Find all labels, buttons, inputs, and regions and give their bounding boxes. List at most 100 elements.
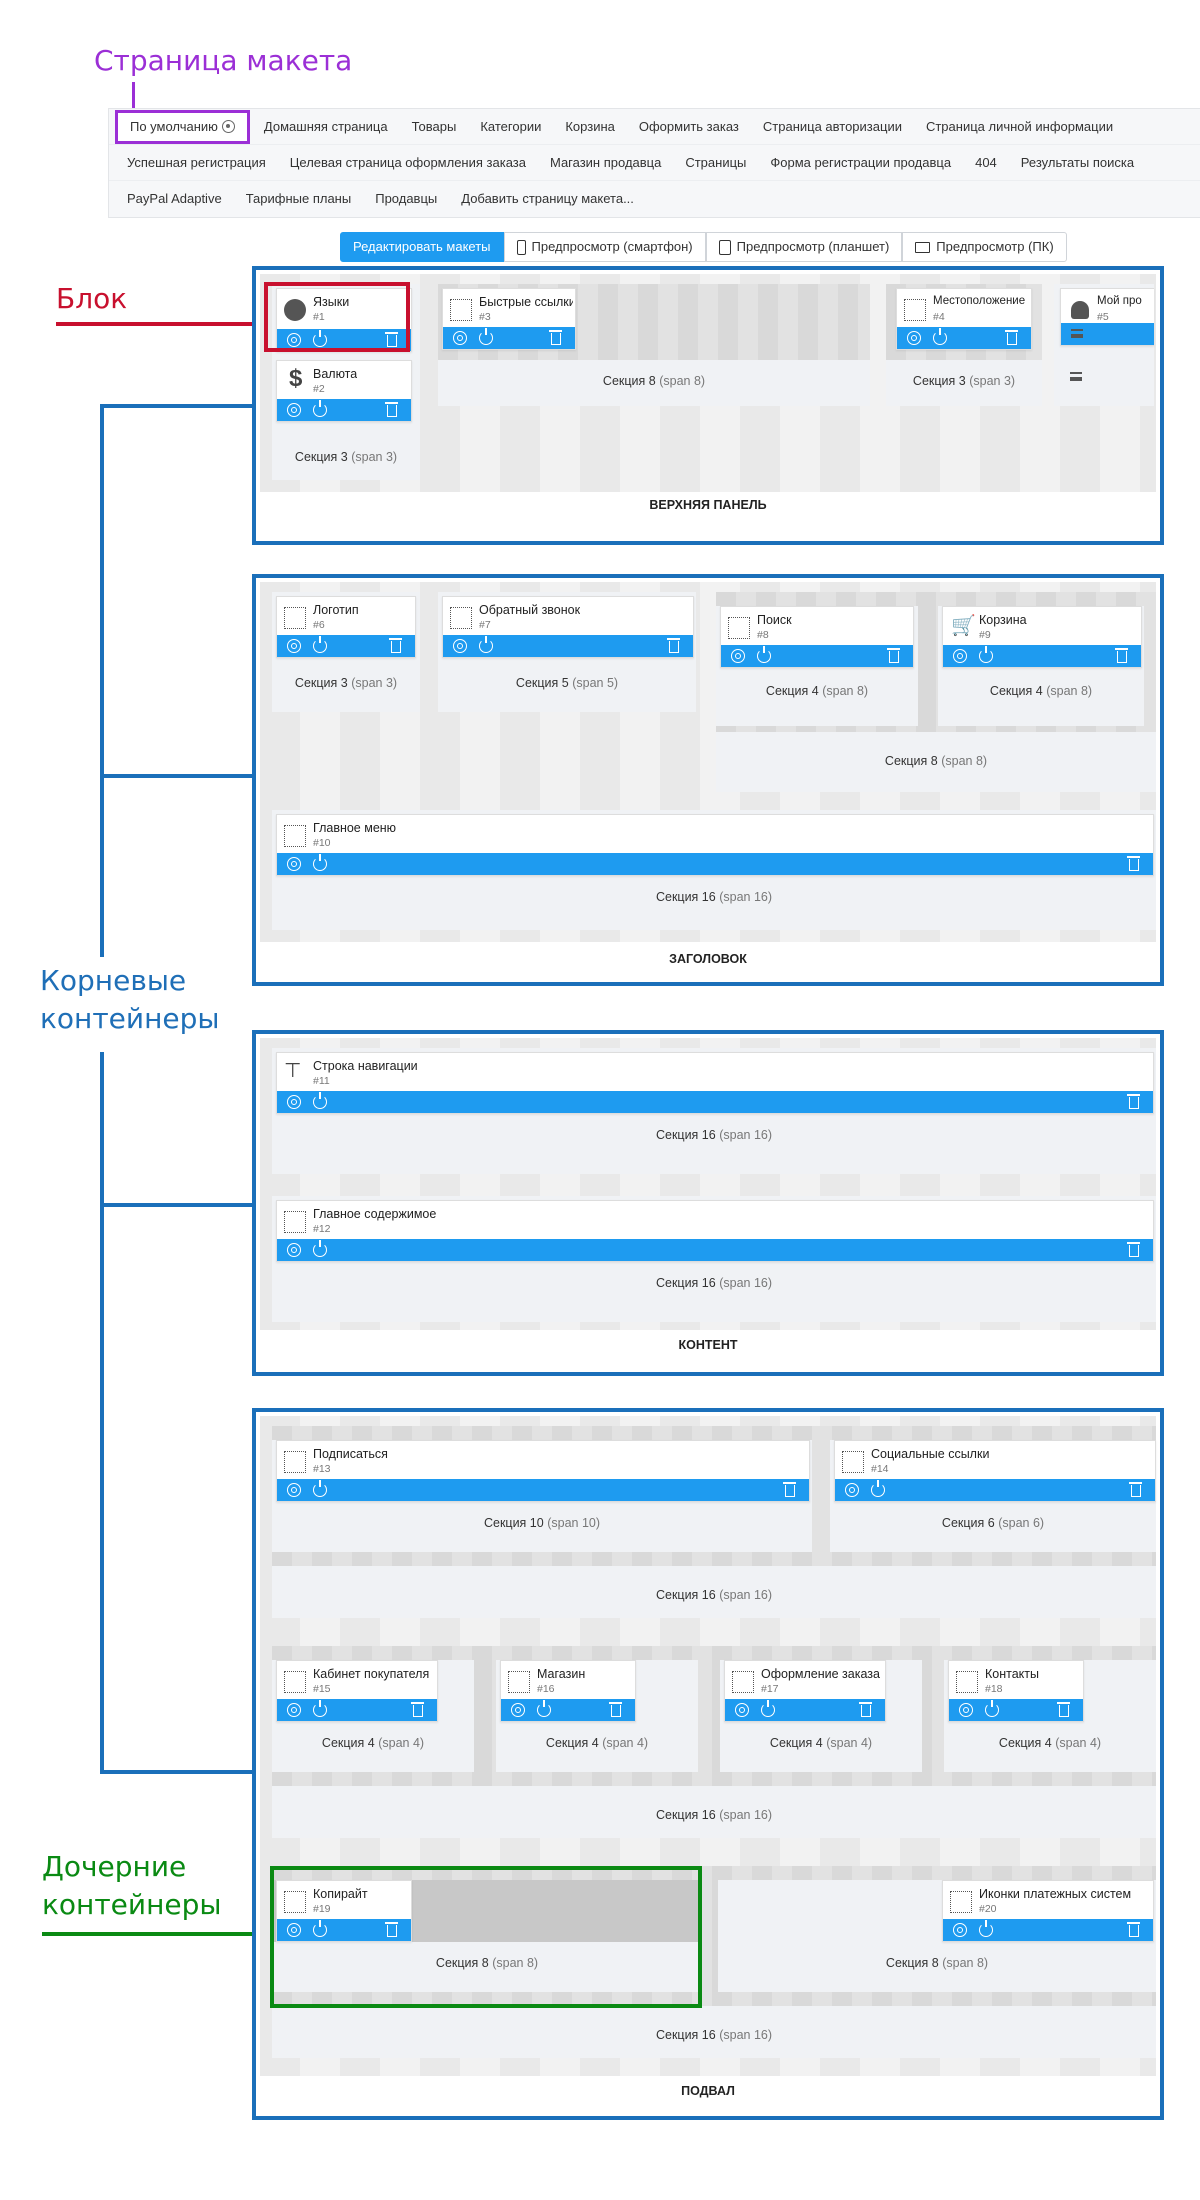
trash-icon[interactable]: [385, 1922, 398, 1937]
block-customer-account[interactable]: Кабинет покупателя #15: [276, 1660, 438, 1722]
preview-pc-button[interactable]: Предпросмотр (ПК): [902, 232, 1067, 262]
block-main-menu[interactable]: Главное меню #10: [276, 814, 1154, 876]
section-16[interactable]: Главное меню #10 Секция 16 (span 16): [272, 810, 1156, 930]
power-icon[interactable]: [871, 1480, 885, 1497]
power-icon[interactable]: [313, 854, 327, 871]
block-quick-links[interactable]: Быстрые ссылки #3: [442, 288, 576, 350]
trash-icon[interactable]: [385, 402, 398, 417]
gear-icon[interactable]: [287, 1243, 301, 1257]
tab-search-results[interactable]: Результаты поиска: [1020, 154, 1135, 170]
block-checkout[interactable]: Оформление заказа #17: [724, 1660, 886, 1722]
section-3[interactable]: Логотип #6 Секция 3 (span 3): [272, 592, 420, 712]
block-payment-icons[interactable]: Иконки платежных систем #20: [942, 1880, 1154, 1942]
power-icon[interactable]: [313, 1700, 327, 1717]
tab-404[interactable]: 404: [975, 154, 997, 170]
power-icon[interactable]: [313, 1920, 327, 1937]
root-container-header[interactable]: Логотип #6 Секция 3 (span 3) Обратный зв…: [252, 574, 1164, 986]
power-icon[interactable]: [313, 400, 327, 417]
trash-icon[interactable]: [887, 648, 900, 663]
power-icon[interactable]: [985, 1700, 999, 1717]
preview-phone-button[interactable]: Предпросмотр (смартфон): [503, 232, 706, 262]
trash-icon[interactable]: [389, 638, 402, 653]
tab-cart[interactable]: Корзина: [565, 118, 615, 134]
gear-icon[interactable]: [287, 1483, 301, 1497]
section-4[interactable]: Кабинет покупателя #15 Секция 4 (span 4): [272, 1660, 474, 1772]
gear-icon[interactable]: [221, 119, 235, 133]
trash-icon[interactable]: [1127, 1094, 1140, 1109]
power-icon[interactable]: [537, 1700, 551, 1717]
section-4[interactable]: 🛒 Корзина #9 Секция 4 (span 8): [938, 606, 1144, 726]
block-callback[interactable]: Обратный звонок #7: [442, 596, 694, 658]
section-16[interactable]: Копирайт #19 Секция 8 (span 8) Иконки пл…: [272, 1866, 1156, 2058]
block-logo[interactable]: Логотип #6: [276, 596, 416, 658]
gear-icon[interactable]: [453, 331, 467, 345]
gear-icon[interactable]: [453, 639, 467, 653]
power-icon[interactable]: [313, 330, 327, 347]
power-icon[interactable]: [933, 328, 947, 345]
power-icon[interactable]: [757, 646, 771, 663]
gear-icon[interactable]: [287, 857, 301, 871]
root-container-content[interactable]: ⊤ Строка навигации #11 Секция 16 (span 1…: [252, 1030, 1164, 1376]
tab-vendor-registration[interactable]: Форма регистрации продавца: [770, 154, 952, 170]
block-search[interactable]: Поиск #8: [720, 606, 914, 668]
trash-icon[interactable]: [1115, 648, 1128, 663]
tab-profile[interactable]: Страница личной информации: [925, 118, 1114, 134]
gear-icon[interactable]: [731, 649, 745, 663]
root-container-footer[interactable]: Подписаться #13 Секция 10 (span 10) Соци…: [252, 1408, 1164, 2120]
power-icon[interactable]: [979, 1920, 993, 1937]
gear-icon[interactable]: [287, 403, 301, 417]
tab-products[interactable]: Товары: [411, 118, 457, 134]
section-4[interactable]: Поиск #8 Секция 4 (span 8): [716, 606, 918, 726]
gear-icon[interactable]: [845, 1483, 859, 1497]
block-breadcrumbs[interactable]: ⊤ Строка навигации #11: [276, 1052, 1154, 1114]
trash-icon[interactable]: [385, 332, 398, 347]
trash-icon[interactable]: [411, 1702, 424, 1717]
block-main-content[interactable]: Главное содержимое #12: [276, 1200, 1154, 1262]
section-6[interactable]: Социальные ссылки #14 Секция 6 (span 6): [830, 1440, 1156, 1552]
section-5[interactable]: Обратный звонок #7 Секция 5 (span 5): [438, 592, 696, 712]
tab-vendor-store[interactable]: Магазин продавца: [549, 154, 662, 170]
gear-icon[interactable]: [287, 639, 301, 653]
block-location[interactable]: Местоположение п #4: [896, 288, 1032, 350]
trash-icon[interactable]: [783, 1482, 796, 1497]
block-copyright[interactable]: Копирайт #19: [276, 1880, 412, 1942]
gear-icon[interactable]: [511, 1703, 525, 1717]
section-10[interactable]: Подписаться #13 Секция 10 (span 10): [272, 1440, 812, 1552]
trash-icon[interactable]: [609, 1702, 622, 1717]
gear-icon[interactable]: [287, 1703, 301, 1717]
gear-icon[interactable]: [953, 1923, 967, 1937]
section-8[interactable]: Поиск #8 Секция 4 (span 8) 🛒 Корзина #9 …: [716, 592, 1156, 792]
menu-icon[interactable]: [1070, 372, 1082, 381]
section-4[interactable]: Контакты #18 Секция 4 (span 4): [944, 1660, 1156, 1772]
tab-auth[interactable]: Страница авторизации: [762, 118, 902, 134]
section-16[interactable]: ⊤ Строка навигации #11 Секция 16 (span 1…: [272, 1048, 1156, 1174]
gear-icon[interactable]: [287, 1923, 301, 1937]
section-8[interactable]: Быстрые ссылки #3 Секция 8 (span 8): [438, 284, 870, 406]
section-3[interactable]: Местоположение п #4 Секция 3 (span 3): [886, 284, 1042, 406]
tab-checkout[interactable]: Оформить заказ: [638, 118, 739, 134]
power-icon[interactable]: [479, 636, 493, 653]
power-icon[interactable]: [313, 1240, 327, 1257]
section-16[interactable]: Кабинет покупателя #15 Секция 4 (span 4)…: [272, 1646, 1156, 1838]
trash-icon[interactable]: [1127, 1922, 1140, 1937]
section-16[interactable]: Подписаться #13 Секция 10 (span 10) Соци…: [272, 1426, 1156, 1618]
section-4[interactable]: Оформление заказа #17 Секция 4 (span 4): [720, 1660, 922, 1772]
block-currency[interactable]: $ Валюта #2: [276, 360, 412, 422]
tab-home[interactable]: Домашняя страница: [263, 118, 388, 134]
block-social-links[interactable]: Социальные ссылки #14: [834, 1440, 1156, 1502]
gear-icon[interactable]: [735, 1703, 749, 1717]
power-icon[interactable]: [313, 1092, 327, 1109]
preview-tablet-button[interactable]: Предпросмотр (планшет): [705, 232, 903, 262]
block-my-profile[interactable]: Мой про #5: [1060, 288, 1154, 346]
tab-plans[interactable]: Тарифные планы: [245, 191, 352, 206]
section-8[interactable]: Иконки платежных систем #20 Секция 8 (sp…: [718, 1880, 1156, 1992]
block-store[interactable]: Магазин #16: [500, 1660, 636, 1722]
gear-icon[interactable]: [953, 649, 967, 663]
tab-pages[interactable]: Страницы: [685, 154, 747, 170]
gear-icon[interactable]: [287, 1095, 301, 1109]
trash-icon[interactable]: [1127, 1242, 1140, 1257]
trash-icon[interactable]: [859, 1702, 872, 1717]
power-icon[interactable]: [313, 1480, 327, 1497]
tab-categories[interactable]: Категории: [480, 118, 542, 134]
trash-icon[interactable]: [1127, 856, 1140, 871]
